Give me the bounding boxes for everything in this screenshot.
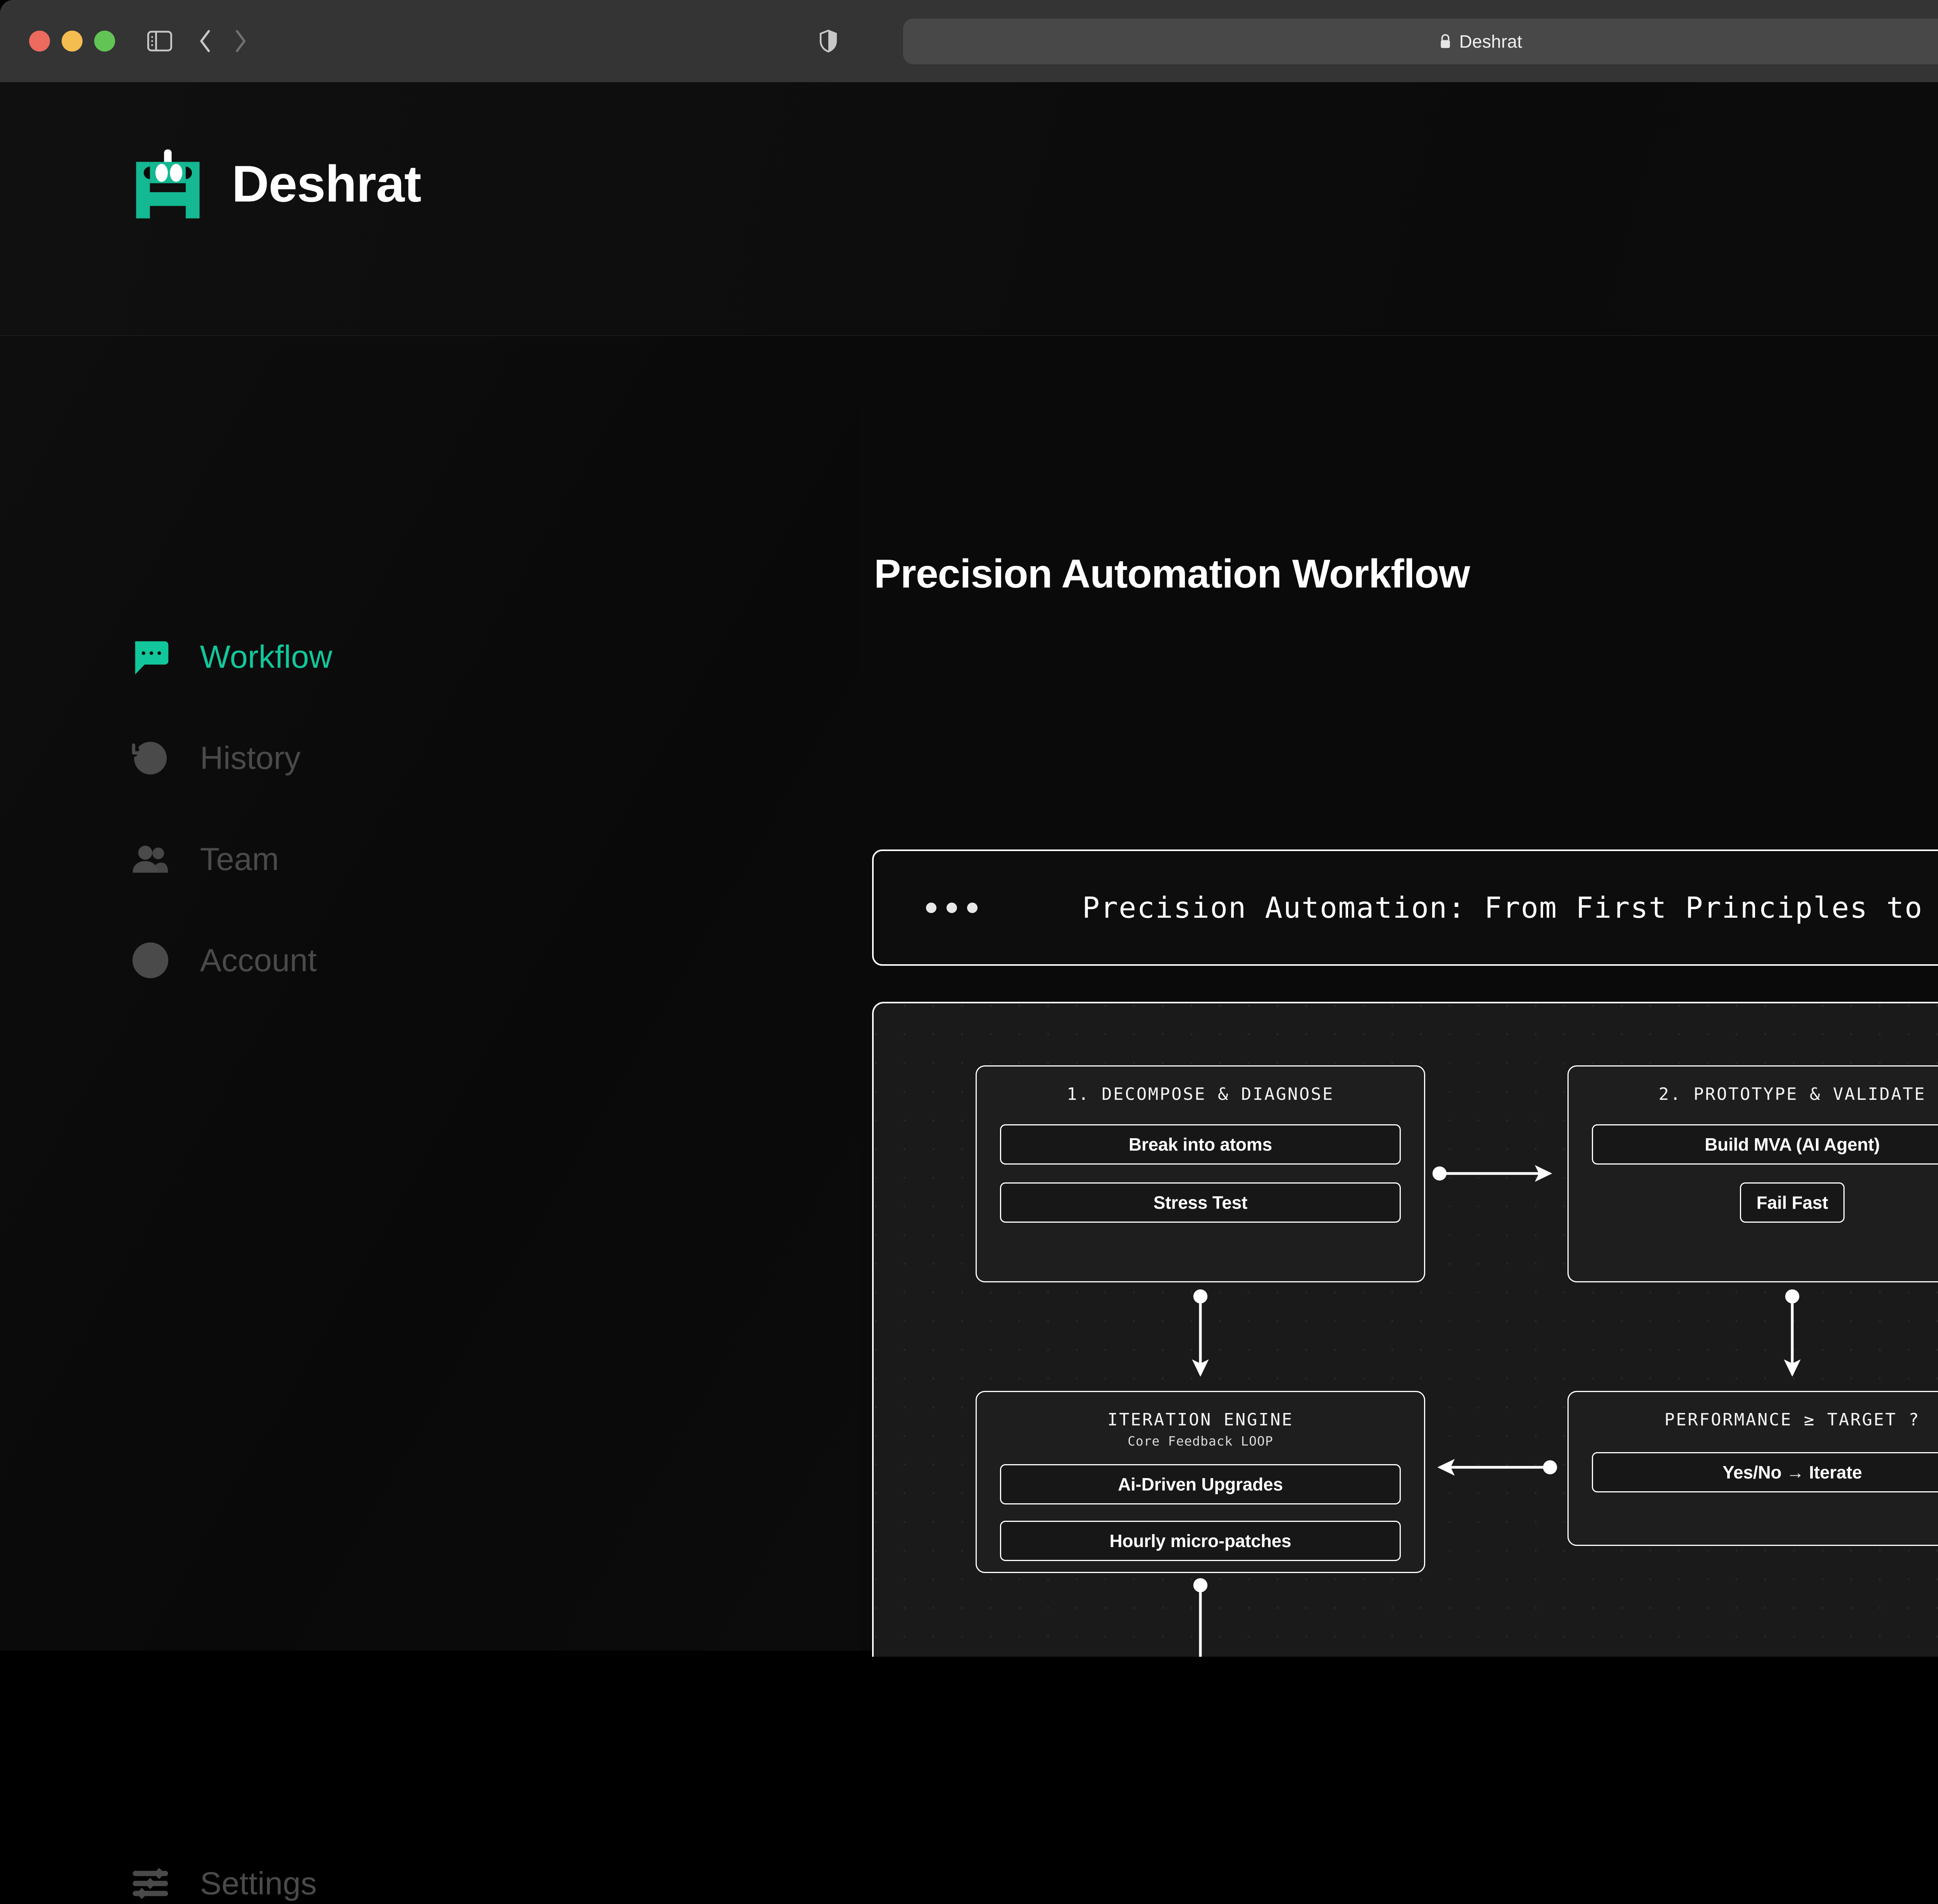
main-content: Precision Automation Workflow Precision …: [860, 336, 1938, 1657]
node-pill[interactable]: Build MVA (AI Agent): [1592, 1124, 1938, 1165]
people-icon: [130, 839, 171, 880]
back-button[interactable]: [197, 29, 214, 53]
flowchart-canvas: 1. DECOMPOSE & DIAGNOSE Break into atoms…: [872, 1002, 1938, 1657]
sidebar-item-label: Account: [200, 942, 317, 978]
terminal-title: Precision Automation: From First Princip…: [1082, 891, 1938, 925]
flowchart: 1. DECOMPOSE & DIAGNOSE Break into atoms…: [874, 1003, 1938, 1657]
sidebar-bottom: Settings: [130, 1863, 317, 1904]
chat-bubble-icon: [130, 636, 171, 677]
sidebar-item-account[interactable]: Account: [130, 940, 332, 981]
window-traffic-lights: [29, 31, 115, 52]
privacy-shield-button[interactable]: [819, 29, 838, 53]
sliders-icon: [130, 1863, 171, 1904]
node-pills: Build MVA (AI Agent) Fail Fast: [1592, 1124, 1938, 1223]
node-pill[interactable]: Stress Test: [1000, 1182, 1401, 1223]
flow-node-decompose[interactable]: 1. DECOMPOSE & DIAGNOSE Break into atoms…: [976, 1065, 1425, 1282]
window-dots: [926, 902, 978, 913]
node-subtitle: Core Feedback LOOP: [1128, 1434, 1273, 1449]
window-dot: [947, 902, 957, 913]
minimize-window-button[interactable]: [62, 31, 83, 52]
flow-node-performance-check[interactable]: PERFORMANCE ≥ TARGET ? Yes/No → Iterate: [1567, 1391, 1938, 1546]
node-pill[interactable]: Break into atoms: [1000, 1124, 1401, 1165]
node-pill[interactable]: Ai-Driven Upgrades: [1000, 1464, 1401, 1504]
node-pill[interactable]: Fail Fast: [1740, 1182, 1845, 1223]
flow-node-iteration-engine[interactable]: ITERATION ENGINE Core Feedback LOOP Ai-D…: [976, 1391, 1425, 1573]
maximize-window-button[interactable]: [94, 31, 115, 52]
node-pills: Ai-Driven Upgrades Hourly micro-patches: [1000, 1464, 1401, 1561]
lock-icon: [1439, 34, 1452, 49]
account-circle-icon: [130, 940, 171, 981]
app-header: Deshrat: [0, 82, 1938, 336]
node-pill[interactable]: Hourly micro-patches: [1000, 1521, 1401, 1561]
node-pills: Yes/No → Iterate: [1592, 1452, 1938, 1492]
application-window: Deshrat Workflow History: [0, 82, 1938, 1901]
flow-node-prototype[interactable]: 2. PROTOTYPE & VALIDATE Build MVA (AI Ag…: [1567, 1065, 1938, 1282]
sidebar-item-label: Team: [200, 841, 279, 877]
edge-n4-n7: [1193, 1578, 1938, 1657]
chevron-right-icon: [236, 30, 246, 52]
sidebar: Workflow History: [0, 336, 860, 1901]
sidebar-item-team[interactable]: Team: [130, 839, 332, 880]
sidebar-toggle-button[interactable]: [147, 30, 172, 52]
node-title: 1. DECOMPOSE & DIAGNOSE: [1067, 1084, 1334, 1104]
address-bar-text: Deshrat: [1459, 31, 1522, 52]
sidebar-item-workflow[interactable]: Workflow: [130, 636, 332, 677]
sidebar-item-label: Workflow: [200, 639, 333, 675]
brand-name: Deshrat: [232, 155, 421, 213]
brand[interactable]: Deshrat: [133, 148, 421, 220]
window-dot: [967, 902, 978, 913]
address-bar[interactable]: Deshrat: [903, 19, 1938, 64]
forward-button[interactable]: [232, 29, 249, 53]
node-pills: Break into atoms Stress Test: [1000, 1124, 1401, 1223]
sidebar-nav: Workflow History: [130, 636, 332, 981]
node-title: ITERATION ENGINE: [1107, 1410, 1293, 1430]
sidebar-item-label: History: [200, 740, 301, 776]
sidebar-item-label: Settings: [200, 1865, 317, 1901]
node-title: PERFORMANCE ≥ TARGET ?: [1664, 1410, 1920, 1430]
sidebar-toggle-icon: [147, 31, 172, 52]
window-dot: [926, 902, 936, 913]
shield-icon: [819, 29, 837, 53]
node-title: 2. PROTOTYPE & VALIDATE: [1659, 1084, 1926, 1104]
page-title: Precision Automation Workflow: [874, 551, 1470, 596]
browser-chrome: Deshrat: [0, 0, 1938, 82]
sidebar-item-settings[interactable]: Settings: [130, 1863, 317, 1904]
robot-logo-icon: [136, 149, 200, 219]
close-window-button[interactable]: [29, 31, 50, 52]
chevron-left-icon: [200, 30, 210, 52]
clock-history-icon: [130, 737, 171, 779]
sidebar-item-history[interactable]: History: [130, 737, 332, 779]
terminal-header-card: Precision Automation: From First Princip…: [872, 849, 1938, 966]
node-pill[interactable]: Yes/No → Iterate: [1592, 1452, 1938, 1492]
browser-nav-arrows: [197, 29, 249, 53]
